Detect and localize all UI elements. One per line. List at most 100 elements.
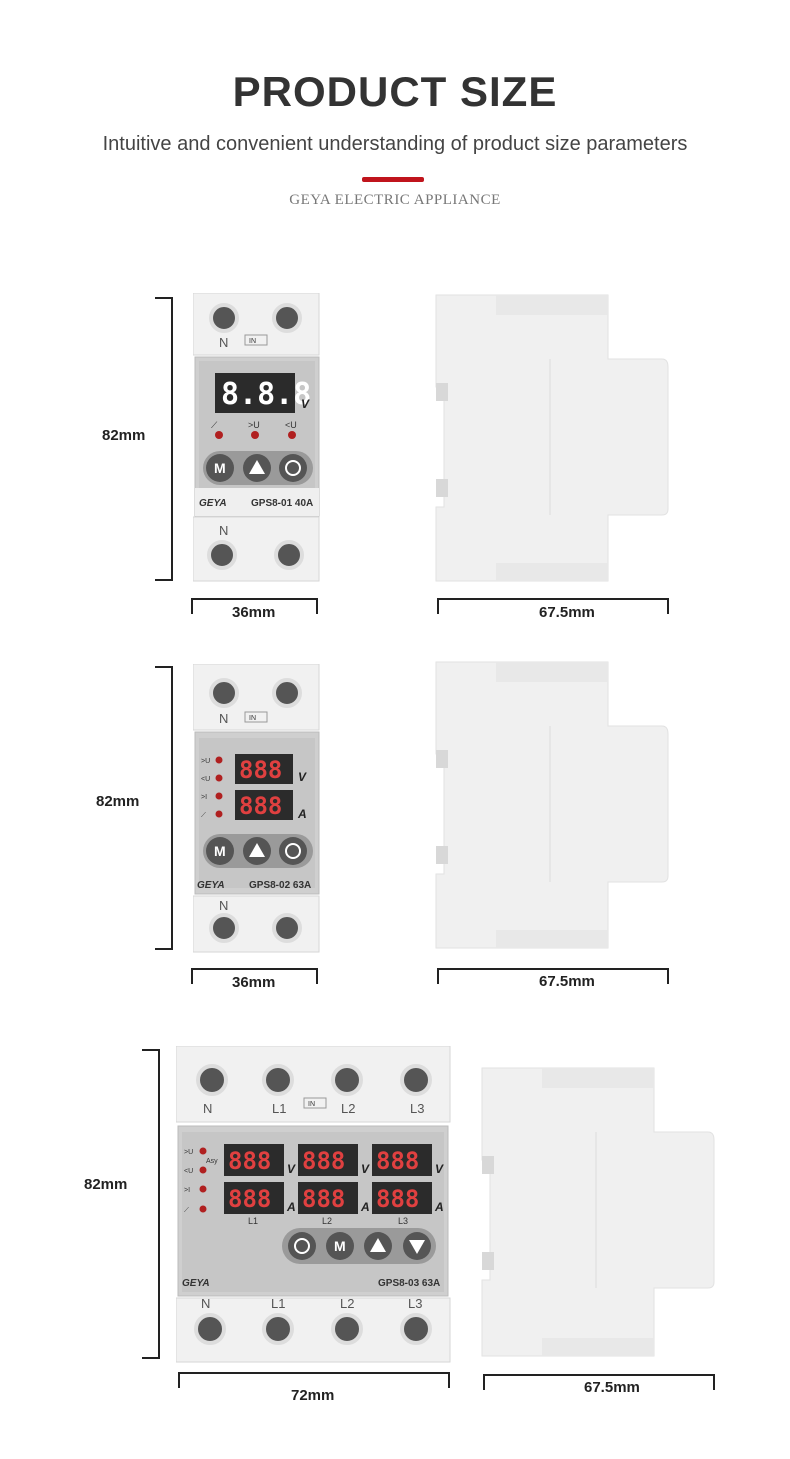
current-display: 888 [239,792,282,820]
page-subtitle: Intuitive and convenient understanding o… [102,133,688,155]
svg-text:V: V [361,1162,370,1176]
svg-text:L2: L2 [340,1296,354,1311]
height-dimension-line [142,1049,160,1359]
svg-text:N: N [201,1296,210,1311]
svg-text:N: N [219,523,228,538]
svg-text:L1: L1 [271,1296,285,1311]
terminal-screw [262,1064,294,1096]
svg-text:M: M [214,843,226,859]
terminal-screw [331,1064,363,1096]
terminal-screw [274,540,304,570]
svg-text:⟋: ⟋ [184,1206,189,1214]
width-dimension-line [191,968,318,984]
svg-text:L3: L3 [410,1101,424,1116]
m-button [326,1232,354,1260]
title-divider [362,177,424,182]
svg-text:N: N [219,711,228,726]
svg-text:A: A [360,1200,370,1214]
svg-text:>U: >U [248,420,260,430]
svg-text:L3: L3 [398,1216,408,1226]
terminal-screw [209,678,239,708]
svg-text:GEYA: GEYA [182,1278,210,1289]
m-button [206,454,234,482]
terminal-screw [262,1313,294,1345]
model-label: GPS8-03 63A [378,1278,440,1289]
page-title: PRODUCT SIZE [232,68,558,115]
width-dimension-line [191,598,318,614]
width-label: 72mm [291,1387,335,1404]
product-side-view [435,294,669,582]
svg-text:V: V [287,1162,296,1176]
width-label: 36mm [232,604,276,621]
height-label: 82mm [96,793,140,810]
depth-dimension-line [437,968,669,984]
terminal-screw [209,913,239,943]
svg-text:⟋: ⟋ [201,811,206,819]
svg-text:<U: <U [184,1168,193,1175]
height-dimension-line [155,666,173,950]
svg-text:L1: L1 [272,1101,286,1116]
power-button [279,454,307,482]
height-dimension-line [155,297,173,581]
width-label: 36mm [232,974,276,991]
depth-label: 67.5mm [539,973,595,990]
svg-text:>U: >U [201,758,210,765]
width-dimension-line [178,1372,450,1388]
svg-text:A: A [297,807,307,821]
svg-text:<U: <U [201,776,210,783]
product-front-view: N L1 L2 L3 IN >U <U >I ⟋ Asy 888 888 888… [176,1046,451,1363]
svg-text:M: M [214,460,226,476]
voltage-display: 8.8.8 [221,377,311,412]
svg-text:A: A [286,1200,296,1214]
terminal-screw [272,303,302,333]
svg-text:L2: L2 [341,1101,355,1116]
svg-text:V: V [435,1162,444,1176]
svg-text:V: V [298,770,307,784]
depth-dimension-line [483,1374,715,1390]
terminal-screw [272,913,302,943]
svg-text:888: 888 [302,1185,345,1213]
terminal-screw [331,1313,363,1345]
svg-text:>I: >I [201,794,207,801]
svg-text:⟋: ⟋ [211,420,218,430]
svg-text:888: 888 [228,1147,271,1175]
power-button [288,1232,316,1260]
product-front-view: N IN 8.8.8 V ⟋ >U <U M GEYA GPS8-01 40A … [193,293,320,582]
svg-text:GEYA: GEYA [197,880,225,891]
svg-text:888: 888 [302,1147,345,1175]
svg-text:V: V [301,397,310,411]
voltage-display: 888 [239,756,282,784]
svg-text:IN: IN [308,1101,315,1108]
terminal-screw [400,1064,432,1096]
terminal-screw [207,540,237,570]
svg-text:888: 888 [376,1185,419,1213]
model-label: GPS8-01 40A [251,498,313,509]
terminal-screw [400,1313,432,1345]
svg-text:N: N [203,1101,212,1116]
product-front-view: N IN >U <U >I ⟋ 888 V 888 A M GEYA GPS8-… [193,664,320,953]
svg-text:M: M [334,1238,346,1254]
svg-text:Asy: Asy [206,1158,218,1165]
terminal-label: N [219,335,228,350]
terminal-screw [194,1313,226,1345]
brand-name: GEYA ELECTRIC APPLIANCE [289,192,501,208]
svg-text:<U: <U [285,420,297,430]
svg-text:N: N [219,898,228,913]
terminal-screw [209,303,239,333]
m-button [206,837,234,865]
product-side-view [481,1067,715,1357]
height-label: 82mm [84,1176,128,1193]
terminal-screw [196,1064,228,1096]
svg-text:888: 888 [228,1185,271,1213]
svg-text:L2: L2 [322,1216,332,1226]
svg-text:A: A [434,1200,444,1214]
depth-label: 67.5mm [539,604,595,621]
svg-text:IN: IN [249,338,256,345]
power-button [279,837,307,865]
svg-text:>U: >U [184,1149,193,1156]
svg-text:>I: >I [184,1187,190,1194]
svg-text:GEYA: GEYA [199,498,227,509]
depth-dimension-line [437,598,669,614]
depth-label: 67.5mm [584,1379,640,1396]
svg-text:L3: L3 [408,1296,422,1311]
